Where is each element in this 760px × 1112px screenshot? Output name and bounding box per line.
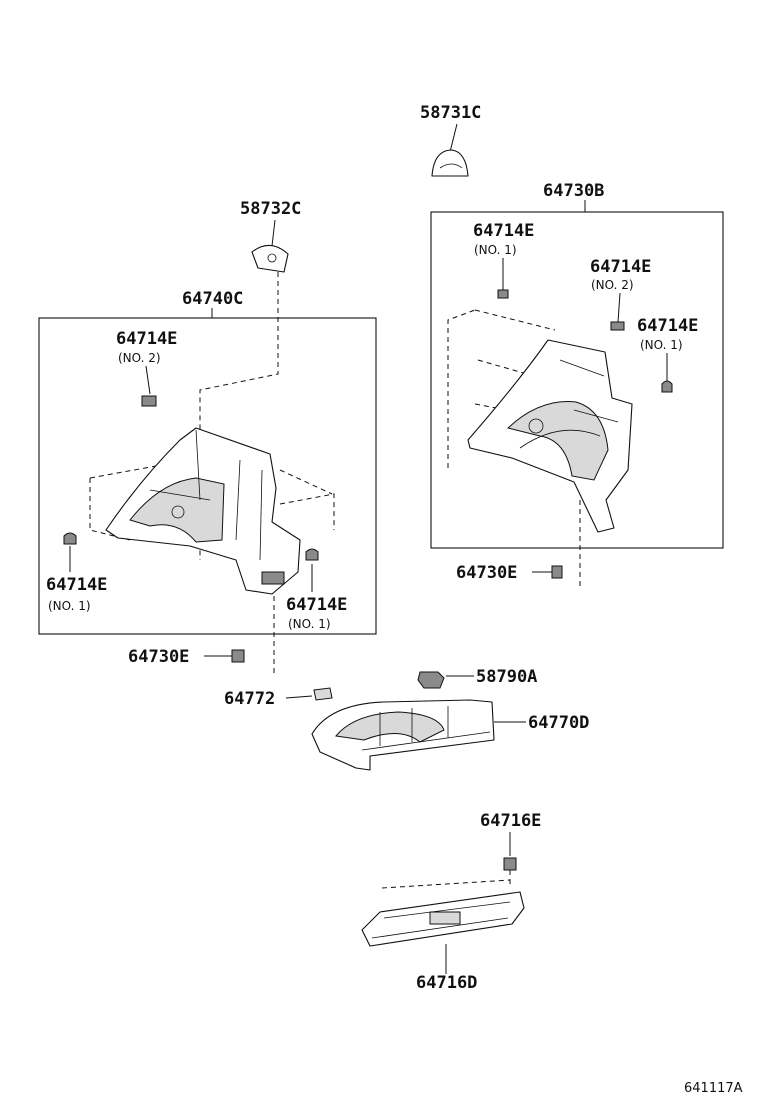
label-58731C: 58731C bbox=[420, 103, 481, 123]
label-64716E: 64716E bbox=[480, 811, 541, 831]
label-64730E-r: 64730E bbox=[456, 563, 517, 583]
screw-64730E-r bbox=[551, 565, 563, 579]
clip-64714E-l2 bbox=[63, 532, 77, 545]
clip-64714E-r2 bbox=[610, 321, 625, 331]
label-58790A: 58790A bbox=[476, 667, 537, 687]
clip-64714E-r1 bbox=[497, 289, 509, 299]
label-64714E-l3-no: (NO. 1) bbox=[288, 617, 331, 631]
clip-64714E-l1 bbox=[141, 395, 157, 407]
clip-64714E-r3 bbox=[661, 380, 673, 393]
part-64772-pad bbox=[313, 687, 333, 701]
label-64730E-l: 64730E bbox=[128, 647, 189, 667]
part-58732C-cover bbox=[251, 244, 289, 273]
label-64714E-r2: 64714E bbox=[590, 257, 651, 277]
label-64770D: 64770D bbox=[528, 713, 589, 733]
box-64730B bbox=[430, 211, 724, 549]
box-64740C bbox=[38, 317, 377, 635]
screw-64716E bbox=[503, 857, 517, 871]
label-64714E-l1: 64714E bbox=[116, 329, 177, 349]
clip-58790A bbox=[417, 671, 445, 689]
label-64714E-r1: 64714E bbox=[473, 221, 534, 241]
label-64730B: 64730B bbox=[543, 181, 604, 201]
part-58731C-cap bbox=[431, 149, 469, 177]
clip-64714E-l3 bbox=[305, 548, 319, 561]
label-64714E-l3: 64714E bbox=[286, 595, 347, 615]
label-64714E-r3: 64714E bbox=[637, 316, 698, 336]
label-64740C: 64740C bbox=[182, 289, 243, 309]
label-58732C: 58732C bbox=[240, 199, 301, 219]
label-64716D: 64716D bbox=[416, 973, 477, 993]
label-64714E-r1-no: (NO. 1) bbox=[474, 243, 517, 257]
label-64714E-r2-no: (NO. 2) bbox=[591, 278, 634, 292]
label-64714E-r3-no: (NO. 1) bbox=[640, 338, 683, 352]
screw-64730E-l bbox=[231, 649, 245, 663]
label-64714E-l2-no: (NO. 1) bbox=[48, 599, 91, 613]
part-64770D-tray bbox=[311, 699, 495, 771]
diagram-ref-code: 641117A bbox=[684, 1081, 743, 1096]
label-64714E-l2: 64714E bbox=[46, 575, 107, 595]
label-64714E-l1-no: (NO. 2) bbox=[118, 351, 161, 365]
label-64772: 64772 bbox=[224, 689, 275, 709]
